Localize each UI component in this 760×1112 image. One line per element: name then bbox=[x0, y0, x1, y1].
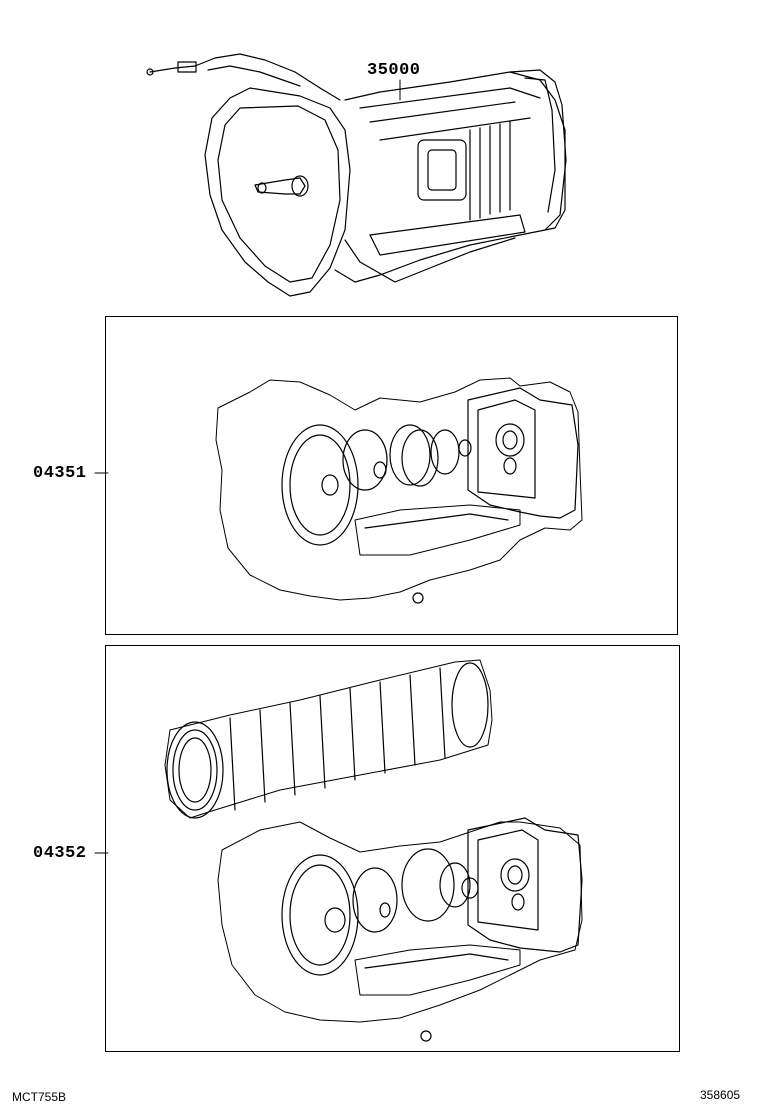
overhaul-kit-frame bbox=[105, 645, 680, 1052]
gasket-kit-drawing bbox=[94, 377, 583, 604]
transmission-assembly-drawing bbox=[146, 53, 567, 297]
part-number-35000[interactable]: 35000 bbox=[367, 61, 421, 80]
illustration-number: 358605 bbox=[700, 1088, 741, 1102]
overhaul-kit-drawing bbox=[94, 659, 583, 1042]
gasket-kit-frame bbox=[105, 316, 678, 635]
part-number-04351[interactable]: 04351 bbox=[33, 464, 87, 483]
part-number-04352[interactable]: 04352 bbox=[33, 844, 87, 863]
diagram-code: MCT755B bbox=[12, 1090, 67, 1104]
